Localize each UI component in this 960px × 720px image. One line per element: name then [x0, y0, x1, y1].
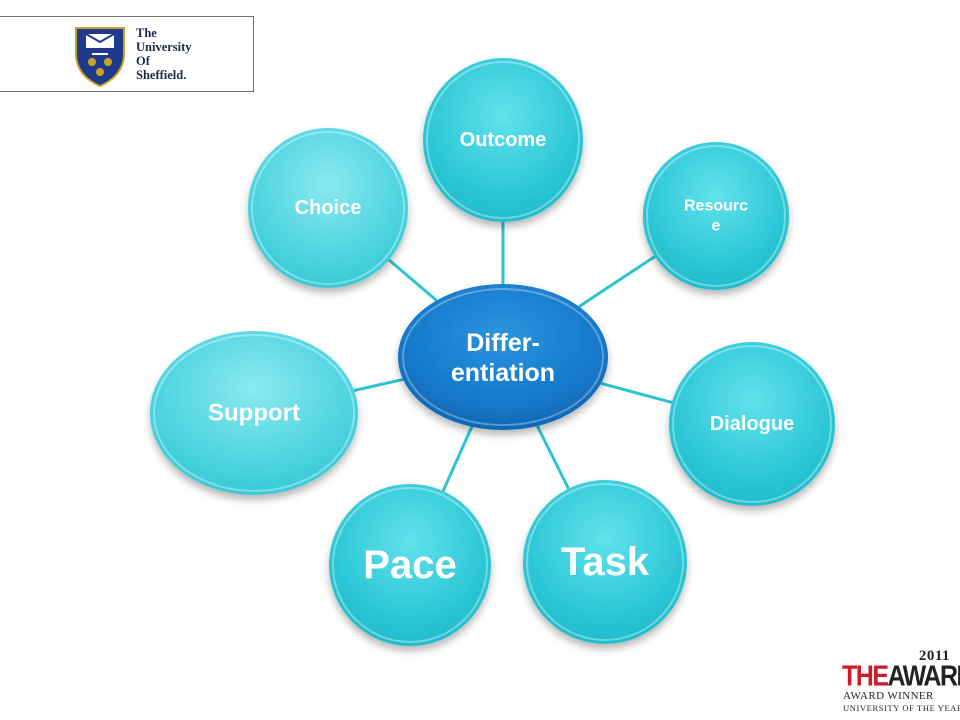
awards-brand-the: THE [842, 660, 889, 693]
node-pace-label: Pace [363, 543, 456, 587]
node-choice-ring [251, 131, 405, 285]
node-outcome-label: Outcome [460, 129, 547, 151]
awards-line1: AWARD WINNER [843, 690, 934, 702]
center-node-ring [402, 288, 604, 426]
awards-brand: THEAWARDS [842, 660, 960, 693]
node-dialogue-ring [672, 345, 832, 503]
awards-logo: 2011 THEAWARDS AWARD WINNER UNIVERSITY O… [842, 648, 960, 714]
center-node-circle [398, 284, 608, 430]
node-task-label: Task [561, 540, 650, 584]
awards-brand-awards: AWARDS [887, 660, 960, 693]
node-support-ring [153, 334, 355, 492]
node-outcome: Outcome [423, 58, 583, 222]
node-choice: Choice [248, 128, 408, 288]
node-resource-label: Resourc [684, 198, 748, 215]
university-logo: The University Of Sheffield. [0, 16, 254, 92]
node-support: Support [150, 331, 358, 495]
node-choice-label: Choice [295, 197, 362, 219]
connectors [353, 222, 673, 492]
node-pace-circle [329, 484, 491, 646]
awards-year: 2011 [918, 648, 950, 664]
awards-line2: UNIVERSITY OF THE YEAR [843, 703, 960, 713]
logo-line: University [136, 40, 192, 54]
logo-line: Of [136, 54, 150, 68]
node-dialogue-label: Dialogue [710, 413, 794, 435]
node-pace: Pace [329, 484, 491, 646]
node-task-circle [523, 480, 687, 644]
connector-choice [387, 258, 438, 302]
logo-line: Sheffield. [136, 68, 187, 82]
connector-task [535, 425, 570, 490]
center-node: Differ-entiation [398, 284, 608, 430]
logo-wordmark: The University Of Sheffield. [136, 26, 192, 82]
node-support-label: Support [208, 400, 300, 427]
center-node-label: entiation [451, 359, 555, 387]
node-dialogue: Dialogue [669, 342, 835, 506]
logo-line: The [136, 26, 157, 40]
node-support-circle [150, 331, 358, 495]
node-resource: Resourc e [643, 142, 789, 290]
connector-support [353, 378, 404, 392]
node-resource-ring [646, 145, 786, 287]
node-task-ring [526, 483, 684, 641]
node-outcome-circle [423, 58, 583, 222]
node-task: Task [523, 480, 687, 644]
node-resource-label: e [712, 218, 721, 235]
node-resource-circle [643, 142, 789, 290]
node-outcome-ring [426, 61, 580, 219]
center-node-label: Differ- [466, 329, 540, 357]
crest-icon [75, 27, 125, 88]
node-pace-ring [332, 487, 488, 643]
connector-dialogue [600, 381, 673, 404]
connector-resource [578, 255, 656, 308]
connector-pace [441, 426, 474, 492]
node-dialogue-circle [669, 342, 835, 506]
node-choice-circle [248, 128, 408, 288]
